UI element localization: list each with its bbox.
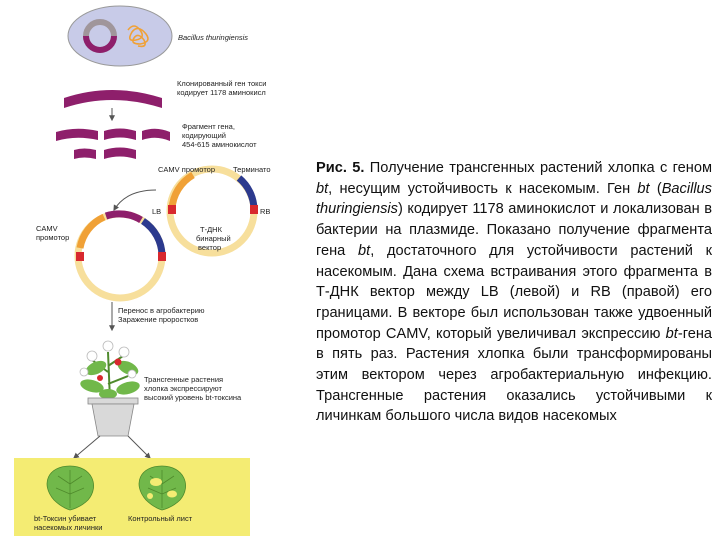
- transfer-label-line1: Перенос в агробактерию: [118, 306, 205, 315]
- promoter-left-label-line2: промотор: [36, 233, 69, 242]
- chromosome-coil: [127, 25, 149, 48]
- caption-prefix: Рис. 5.: [316, 160, 365, 176]
- caption-segment: ) кодирует 1178 аминокислот и локализова…: [316, 201, 712, 259]
- promoter-top-label: CAMV промотор: [158, 165, 215, 174]
- lb-label: LB: [152, 207, 161, 216]
- cloned-gene-label-line1: Клонированный ген токси: [177, 79, 267, 88]
- caption-segment: bt: [358, 242, 371, 259]
- promoter-left-label-line1: CAMV: [36, 224, 58, 233]
- leaf-left-label-line1: bt-Токсин убивает: [34, 514, 97, 523]
- caption-body: Получение трансгенных растений хлопка с …: [316, 160, 712, 424]
- fragment-label-line1: Фрагмент гена,: [182, 122, 235, 131]
- cloned-gene-label-line2: кодирует 1178 аминокисл: [177, 88, 266, 97]
- recombinant-plasmid-ring: [74, 210, 166, 302]
- caption-segment: bt: [637, 180, 650, 197]
- fragment-label-line2: кодирующий: [182, 131, 226, 140]
- plasmid-bt-segment: [83, 35, 117, 53]
- rb-label: RB: [260, 207, 270, 216]
- terminator-label: Терминато: [233, 165, 271, 174]
- transgenic-label-line3: высокий уровень bt-токсина: [144, 393, 242, 402]
- bacterium-cell: [67, 5, 173, 67]
- bacterium-label: Bacillus thuringiensis: [178, 33, 248, 42]
- transgenic-label-line2: хлопка экспрессируют: [144, 384, 222, 393]
- caption-segment: , несущим устойчивость к насекомым. Ген: [328, 180, 638, 197]
- caption-segment: (: [649, 180, 662, 197]
- caption-segment: Получение трансгенных растений хлопка с …: [364, 160, 712, 176]
- caption-segment: bt: [665, 325, 678, 342]
- leaf-left-label-line2: насекомых личинки: [34, 523, 102, 532]
- cloned-gene-bar: [64, 90, 162, 108]
- transgenic-label-line1: Трансгенные растения: [144, 375, 223, 384]
- cotton-plant: [79, 340, 140, 401]
- transgenic-cotton-diagram: Bacillus thuringiensis Клонированный ген…: [14, 5, 271, 536]
- binary-vector-ring: [166, 165, 258, 257]
- flower-pot: [87, 397, 139, 437]
- figure-caption: Рис. 5. Получение трансгенных растений х…: [316, 158, 712, 427]
- gene-fragments: [56, 128, 170, 159]
- binary-vector-label-line1: Т-ДНК: [200, 225, 223, 234]
- leaf-right-label: Контрольный лист: [128, 514, 193, 523]
- caption-segment: Bacillus thuringiensis: [316, 180, 712, 218]
- control-leaf: [138, 465, 186, 511]
- bt-leaf: [46, 465, 94, 511]
- binary-vector-label-line3: вектор: [198, 243, 221, 252]
- transfer-label-line2: Заражение проростков: [118, 315, 198, 324]
- caption-segment: , достаточного для устойчивости растений…: [316, 242, 712, 342]
- fragment-label-line3: 454-615 аминокислот: [182, 140, 257, 149]
- caption-segment: bt: [316, 180, 329, 197]
- caption-segment: -гена в пять раз. Растения хлопка были т…: [316, 325, 712, 425]
- binary-vector-label-line2: бинарный: [196, 234, 231, 243]
